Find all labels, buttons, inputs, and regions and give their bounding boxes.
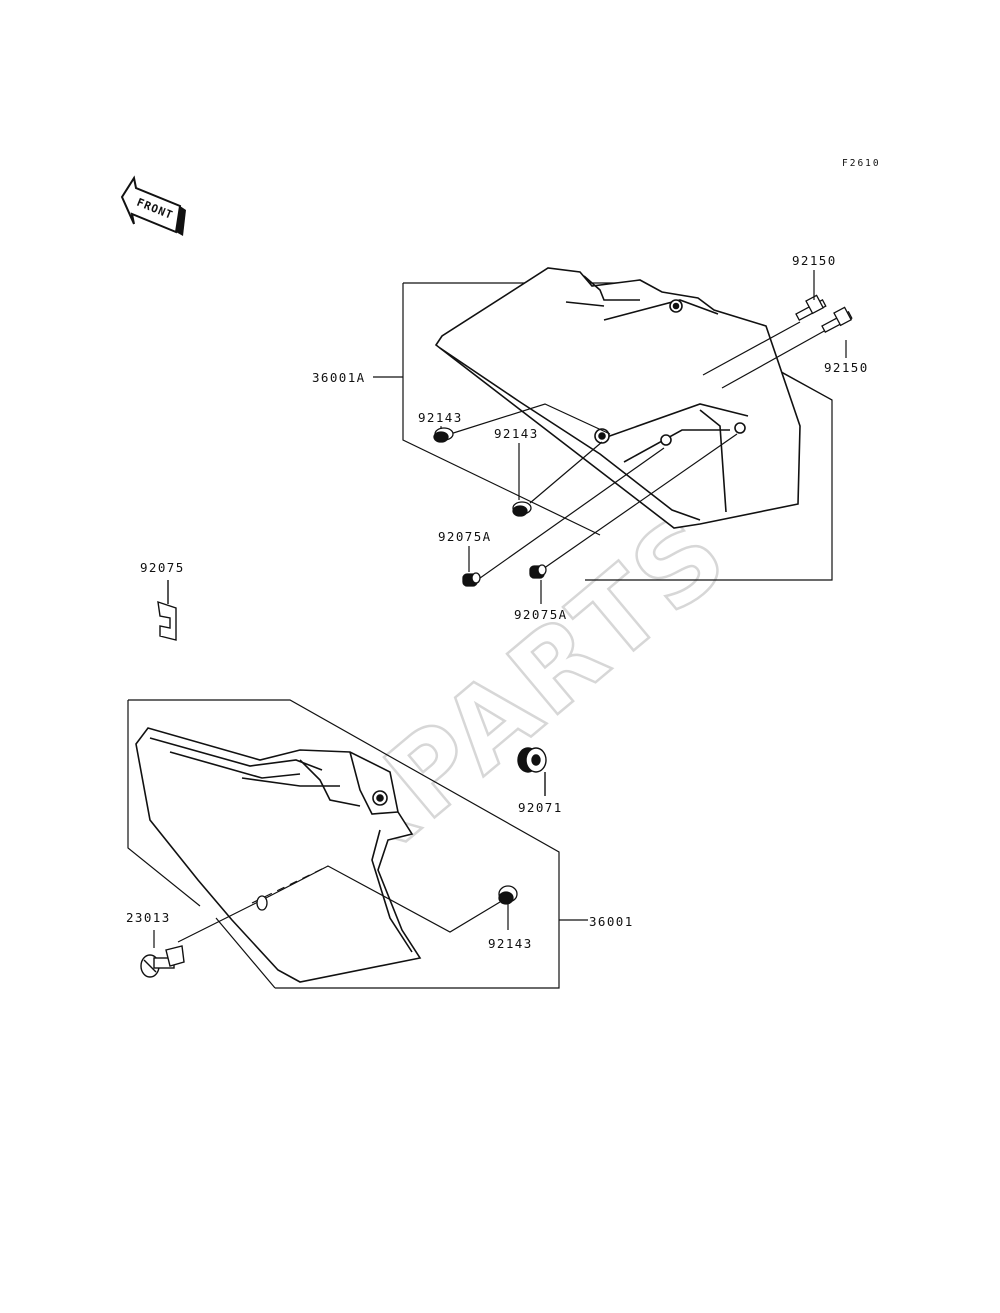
- bolt-92150-b: [821, 306, 853, 334]
- collar-92075A-b: [529, 564, 547, 579]
- side-cover-36001A: [434, 267, 801, 529]
- grommet-92143-a: [433, 427, 454, 443]
- grommet-92143-b: [512, 501, 532, 517]
- damper-92071: [517, 747, 547, 796]
- label-cover-36001A: 36001A: [312, 370, 366, 385]
- lower-assembly: [127, 699, 560, 989]
- screw-23013: [140, 945, 185, 978]
- upper-leader-lines: [373, 321, 827, 584]
- washer-on-cover: [256, 895, 268, 911]
- label-collar-92075A-b: 92075A: [514, 607, 568, 622]
- bolt-92150-a: [795, 294, 827, 322]
- label-grommet-92143-c: 92143: [488, 936, 533, 951]
- label-bolt-92150-top: 92150: [792, 253, 837, 268]
- label-bolt-92150-right: 92150: [824, 360, 869, 375]
- label-damper-92071: 92071: [518, 800, 563, 815]
- label-cover-36001: 36001: [589, 914, 634, 929]
- clip-92075: [157, 580, 177, 641]
- label-screw-23013: 23013: [126, 910, 171, 925]
- side-cover-36001: [135, 727, 422, 983]
- collar-92075A-a: [462, 572, 481, 587]
- label-stubs: [440, 270, 847, 604]
- grommet-92143-c: [498, 885, 518, 905]
- label-grommet-92143-b: 92143: [494, 426, 539, 441]
- front-arrow-icon: FRONT: [120, 175, 186, 236]
- figure-ref: F2610: [842, 158, 881, 169]
- label-grommet-92143-a: 92143: [418, 410, 463, 425]
- label-clip-92075: 92075: [140, 560, 185, 575]
- label-collar-92075A-a: 92075A: [438, 529, 492, 544]
